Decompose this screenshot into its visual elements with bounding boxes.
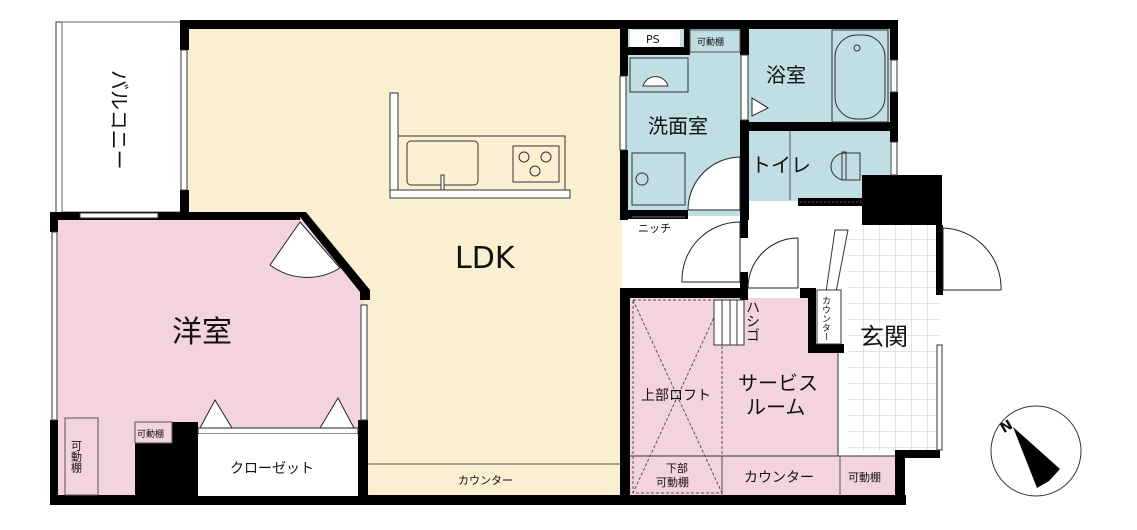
ps-label: PS: [646, 33, 660, 46]
lower-shelf-label-1: 下部: [666, 461, 688, 475]
service-room-label-2: ルーム: [746, 395, 805, 419]
counter-entrance-label: カウンター: [820, 296, 831, 341]
washroom-label: 洗面室: [648, 114, 708, 138]
fixtures: [64, 29, 895, 496]
entrance-label: 玄関: [860, 323, 908, 351]
ladder-label: ハシゴ: [744, 300, 760, 342]
bathroom-floor: [748, 28, 890, 123]
niche-label: ニッチ: [638, 222, 671, 235]
shelf-small-label: 可動棚: [137, 428, 164, 440]
balcony-label: バルコニー: [107, 70, 131, 170]
doors: [197, 97, 1002, 435]
service-room-label-1: サービス: [738, 371, 818, 395]
lower-shelf-label-2: 可動棚: [656, 475, 689, 489]
walls: [50, 20, 943, 505]
entrance-floor: [848, 225, 940, 452]
service-room-floor: [630, 298, 895, 496]
kitchen-counter: [389, 92, 571, 199]
bathroom-label: 浴室: [766, 63, 806, 87]
windows: [51, 49, 943, 451]
western-room-label: 洋室: [172, 315, 232, 350]
shelf-service-label: 可動棚: [848, 470, 881, 484]
loft-label: 上部ロフト: [641, 388, 711, 404]
toilet-label: トイレ: [751, 153, 811, 177]
stove: [512, 145, 560, 183]
counter-ldk-label: カウンター: [458, 474, 513, 487]
ldk-label: LDK: [455, 241, 516, 276]
closet-label: クローゼット: [230, 461, 314, 477]
balcony: バルコニー: [55, 21, 184, 218]
shelf-wash-label: 可動棚: [697, 36, 724, 48]
shelf-left-label: 可動棚: [70, 440, 83, 474]
counter-service-label: カウンター: [744, 470, 814, 486]
compass-icon: N: [990, 405, 1082, 497]
